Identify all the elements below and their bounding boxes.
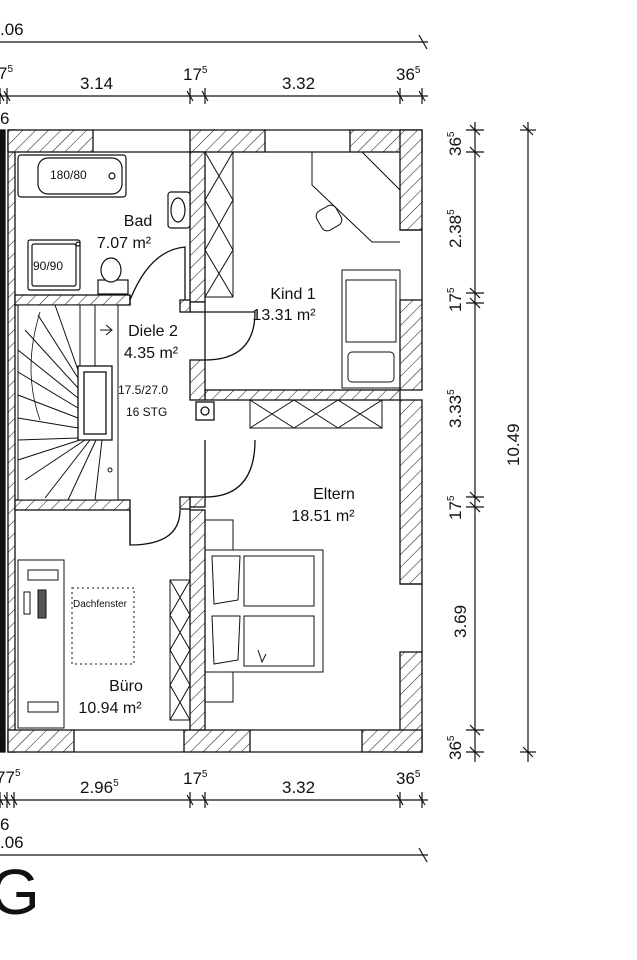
interior-walls <box>14 151 401 731</box>
dim-right-mid-depth: 3.335 <box>446 389 465 428</box>
room-kind-name: Kind 1 <box>270 286 315 303</box>
dim-right-wall-1: 175 <box>446 287 465 312</box>
dim-right-kind-depth: 2.385 <box>446 209 465 248</box>
stairs-ratio: 17.5/27.0 <box>118 383 168 397</box>
dim-top-overall: .06 <box>0 20 24 39</box>
dim-top-bad-width: 3.14 <box>80 74 113 93</box>
dim-right-bottom-wall: 365 <box>446 735 465 760</box>
dim-top-left-partial: 75 <box>0 64 13 83</box>
dim-bottom-overall: .06 <box>0 833 24 852</box>
room-buero-area: 10.94 m² <box>78 700 142 717</box>
room-eltern-name: Eltern <box>313 486 355 503</box>
desk-icon <box>311 152 400 243</box>
dim-bottom-eltern-width: 3.32 <box>282 778 315 797</box>
floor-letter: G <box>0 856 40 928</box>
shower-label: 90/90 <box>33 259 63 273</box>
room-diele-name: Diele 2 <box>128 323 178 340</box>
kind-furniture <box>204 151 401 389</box>
dim-right-total: 10.49 <box>504 423 523 466</box>
room-kind-area: 13.31 m² <box>252 307 316 324</box>
room-eltern-area: 18.51 m² <box>291 508 355 525</box>
chair-icon <box>315 204 343 232</box>
wardrobe-icon <box>204 151 234 298</box>
dim-top-left-edge: 6 <box>0 109 9 128</box>
desk-icon <box>17 559 65 729</box>
dim-bottom-wall-mid: 175 <box>183 769 208 788</box>
dim-bottom-buero-width: 2.965 <box>80 778 119 797</box>
double-bed-icon <box>204 549 324 673</box>
door-swings <box>129 246 256 546</box>
dim-bottom-wall-right: 365 <box>396 769 421 788</box>
dim-right-wall-2: 175 <box>446 495 465 520</box>
right-dimensions <box>466 122 536 762</box>
room-bad-name: Bad <box>124 213 152 230</box>
dim-top-wall-right: 365 <box>396 65 421 84</box>
skylight-icon <box>71 587 135 665</box>
bathroom-fixtures <box>17 154 191 295</box>
bed-icon <box>341 269 401 389</box>
dim-bottom-left-partial: 775 <box>0 768 21 787</box>
stairs-steps: 16 STG <box>126 405 167 419</box>
room-buero-name: Büro <box>109 678 143 695</box>
dim-right-top-wall: 365 <box>446 131 465 156</box>
dim-right-eltern-depth: 3.69 <box>451 605 470 638</box>
buero-furniture <box>17 559 191 729</box>
shelf-icon <box>169 579 191 721</box>
left-wall <box>0 129 6 753</box>
staircase <box>17 304 119 501</box>
dim-top-kind-width: 3.32 <box>282 74 315 93</box>
top-dimensions <box>0 34 428 104</box>
eltern-furniture <box>204 399 383 703</box>
room-diele-area: 4.35 m² <box>124 345 179 362</box>
dim-bottom-left-edge: 6 <box>0 815 9 834</box>
room-bad-area: 7.07 m² <box>97 235 152 252</box>
dim-top-wall-mid: 175 <box>183 65 208 84</box>
bottom-dimensions <box>0 792 428 863</box>
wardrobe-icon <box>249 399 383 429</box>
skylight-label: Dachfenster <box>73 599 128 610</box>
bathtub-label: 180/80 <box>50 168 87 182</box>
